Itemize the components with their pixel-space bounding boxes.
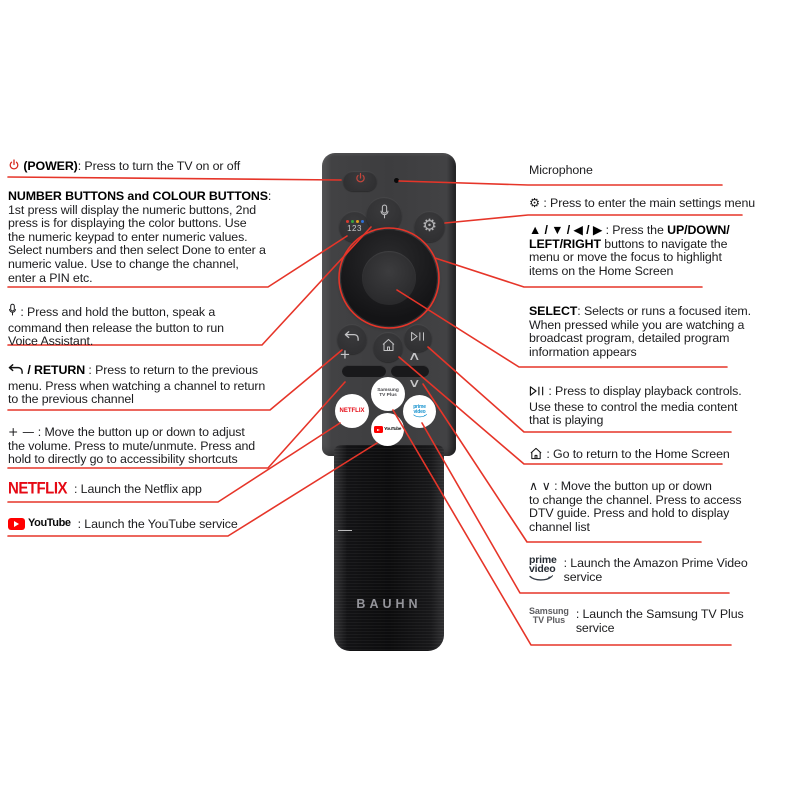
power-icon	[8, 159, 20, 176]
prime-smile-icon	[529, 575, 553, 581]
gear-icon: ⚙	[421, 216, 438, 236]
play-pause-icon	[410, 329, 426, 347]
volume-rocker	[342, 365, 386, 377]
line-settings	[444, 214, 743, 224]
playback-button	[404, 324, 432, 352]
callout-playback: : Press to display playback controls.Use…	[529, 384, 742, 428]
callout-microphone: Microphone	[529, 163, 593, 177]
callout-select: SELECT: Selects or runs a focused item.W…	[529, 304, 751, 359]
netflix-button: NETFLIX	[335, 394, 369, 428]
power-icon	[354, 172, 367, 190]
microphone-hole	[394, 178, 399, 183]
home-icon	[381, 338, 396, 357]
callout-settings: ⚙ : Press to enter the main settings men…	[529, 195, 756, 210]
youtube-logo: YouTube	[8, 517, 71, 531]
callout-netflix: NETFLIX : Launch the Netflix app	[8, 478, 202, 498]
channel-down-mark: ∨	[407, 376, 421, 390]
direction-pad	[341, 230, 437, 326]
select-button	[362, 251, 416, 305]
power-button	[343, 171, 377, 191]
prime-smile-icon	[412, 414, 427, 418]
home-icon	[529, 447, 543, 464]
callout-direction: ▲ / ▼ / ◀ / ▶ : Press the UP/DOWN/LEFT/R…	[529, 223, 730, 278]
volume-plus-mark: +	[340, 345, 350, 364]
channel-up-mark: ∧	[407, 349, 421, 363]
callout-youtube: YouTube: Launch the YouTube service	[8, 517, 338, 532]
netflix-logo: NETFLIX	[8, 478, 68, 498]
microphone-icon	[379, 204, 390, 226]
voice-button	[366, 197, 402, 233]
settings-button: ⚙	[414, 211, 445, 242]
youtube-button: YouTube	[371, 413, 404, 446]
number-button-label: 123	[347, 224, 362, 233]
netflix-logo: NETFLIX	[339, 408, 365, 414]
remote-body: 123 ⚙ + — ∧ ∨	[322, 153, 456, 537]
callout-volume: + — : Move the button up or down to adju…	[8, 424, 256, 467]
volume-minus-mark: —	[338, 521, 352, 537]
bauhn-logo: BAUHN	[356, 597, 422, 611]
home-button	[373, 332, 403, 362]
youtube-play-icon	[373, 426, 383, 433]
playpause-icon	[529, 385, 545, 401]
callout-return: / RETURN : Press to return to the previo…	[8, 363, 266, 407]
youtube-play-icon	[8, 517, 25, 530]
colour-dots	[345, 220, 364, 223]
callout-home: : Go to return to the Home Screen	[529, 447, 791, 464]
return-icon	[8, 363, 24, 380]
youtube-logo: YouTube	[373, 426, 401, 433]
line-power	[7, 176, 342, 181]
remote: 123 ⚙ + — ∧ ∨	[322, 153, 456, 655]
mic-icon	[8, 303, 17, 322]
callout-number-buttons: NUMBER BUTTONS and COLOUR BUTTONS:1st pr…	[8, 189, 272, 285]
remote-handle: BAUHN	[334, 445, 444, 651]
callout-power: (POWER): Press to turn the TV on or off	[8, 159, 338, 176]
